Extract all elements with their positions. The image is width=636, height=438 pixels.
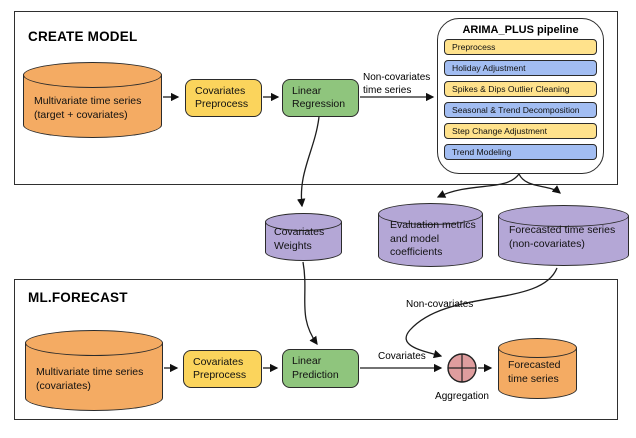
linear-prediction-node: Linear Prediction [282, 349, 359, 388]
cylinder-top [378, 203, 483, 225]
arima-plus-pipeline-title: ARIMA_PLUS pipeline [462, 24, 579, 36]
pipeline-step-preprocess: Preprocess [444, 39, 597, 55]
covariates-weights-label: Covariates Weights [274, 226, 325, 252]
evaluation-metrics-label: Evaluation metrics and model coefficient… [390, 219, 476, 259]
create-model-title: CREATE MODEL [28, 29, 138, 44]
cylinder-top [498, 205, 629, 227]
forecasted-noncovariates-label: Forecasted time series (non-covariates) [509, 224, 616, 250]
cylinder-top [498, 338, 577, 358]
noncovariates-edge-label: Non-covariates [406, 299, 474, 310]
covariates-preprocess-node-bottom: Covariates Preprocess [183, 350, 262, 388]
pipeline-step-seasonal-trend: Seasonal & Trend Decomposition [444, 102, 597, 118]
cylinder-body [378, 214, 483, 267]
evaluation-metrics-cylinder: Evaluation metrics and model coefficient… [378, 203, 483, 267]
forecasted-noncovariates-cylinder: Forecasted time series (non-covariates) [498, 205, 629, 266]
cylinder-top [265, 213, 342, 231]
cylinder-top [23, 62, 162, 88]
covariates-edge-label: Covariates [378, 351, 426, 362]
aggregation-label: Aggregation [435, 391, 489, 402]
pipeline-step-holiday-adjustment: Holiday Adjustment [444, 60, 597, 76]
multivariate-covariates-cylinder: Multivariate time series (covariates) [25, 330, 163, 411]
covariates-preprocess-node-top: Covariates Preprocess [185, 79, 262, 117]
arima-plus-pipeline-container: ARIMA_PLUS pipeline Preprocess Holiday A… [437, 18, 604, 174]
forecasted-output-cylinder: Forecasted time series [498, 338, 577, 399]
covariates-weights-cylinder: Covariates Weights [265, 213, 342, 261]
multivariate-input-label: Multivariate time series (target + covar… [34, 95, 142, 121]
pipeline-step-spikes-dips: Spikes & Dips Outlier Cleaning [444, 81, 597, 97]
forecasted-output-label: Forecasted time series [508, 359, 561, 385]
multivariate-input-cylinder: Multivariate time series (target + covar… [23, 62, 162, 138]
pipeline-step-trend-modeling: Trend Modeling [444, 144, 597, 160]
cylinder-top [25, 330, 163, 356]
linear-regression-node: Linear Regression [282, 79, 359, 117]
pipeline-step-step-change: Step Change Adjustment [444, 123, 597, 139]
ml-forecast-title: ML.FORECAST [28, 290, 128, 305]
multivariate-covariates-label: Multivariate time series (covariates) [36, 366, 144, 392]
noncovariates-time-series-label: Non-covariates time series [363, 72, 431, 96]
